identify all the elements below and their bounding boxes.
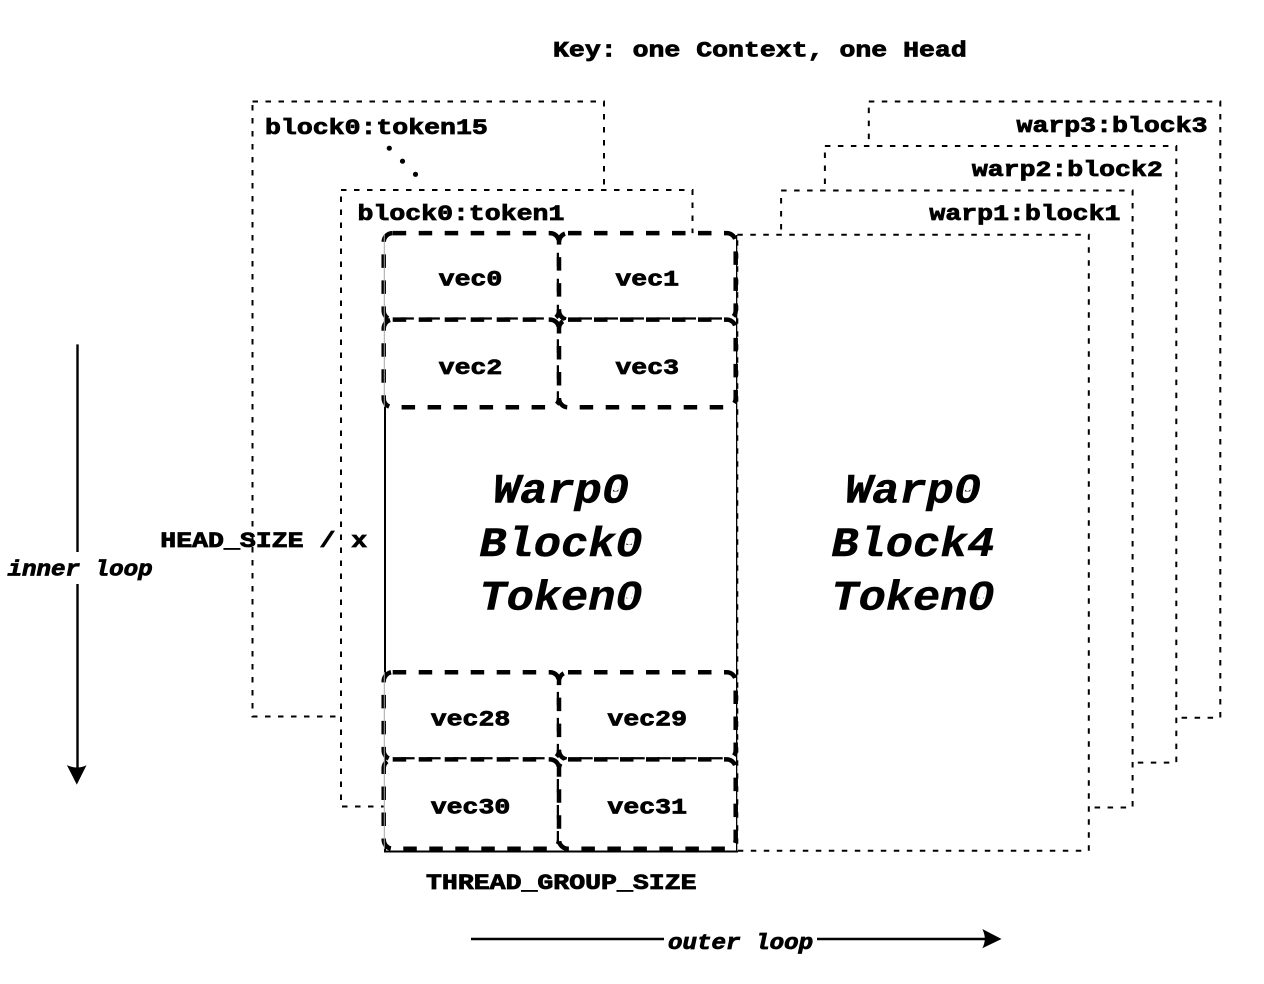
svg-text:Warp0: Warp0 bbox=[845, 469, 981, 516]
svg-text:vec2: vec2 bbox=[439, 357, 503, 381]
svg-text:Warp0: Warp0 bbox=[493, 469, 629, 516]
svg-text:warp1:block1: warp1:block1 bbox=[929, 203, 1120, 227]
svg-text:block0:token1: block0:token1 bbox=[358, 203, 565, 227]
svg-text:vec28: vec28 bbox=[431, 708, 511, 732]
svg-text:outer loop: outer loop bbox=[668, 931, 813, 956]
svg-text:Block0: Block0 bbox=[479, 522, 642, 569]
svg-text:vec1: vec1 bbox=[615, 268, 679, 292]
svg-text:block0:token15: block0:token15 bbox=[265, 117, 488, 141]
svg-text:THREAD_GROUP_SIZE: THREAD_GROUP_SIZE bbox=[426, 872, 697, 896]
svg-text:HEAD_SIZE / x: HEAD_SIZE / x bbox=[160, 530, 367, 554]
svg-text:Token0: Token0 bbox=[831, 576, 994, 623]
svg-text:warp2:block2: warp2:block2 bbox=[972, 159, 1163, 183]
svg-text:vec3: vec3 bbox=[615, 357, 679, 381]
svg-text:vec0: vec0 bbox=[439, 268, 503, 292]
svg-text:Key: one Context, one Head: Key: one Context, one Head bbox=[553, 39, 967, 63]
svg-text:Token0: Token0 bbox=[479, 576, 642, 623]
svg-text:warp3:block3: warp3:block3 bbox=[1017, 115, 1208, 139]
svg-text:vec29: vec29 bbox=[607, 708, 687, 732]
svg-text:inner loop: inner loop bbox=[8, 557, 153, 582]
svg-text:Block4: Block4 bbox=[831, 522, 994, 569]
svg-text:vec31: vec31 bbox=[607, 796, 687, 820]
svg-text:vec30: vec30 bbox=[431, 796, 511, 820]
